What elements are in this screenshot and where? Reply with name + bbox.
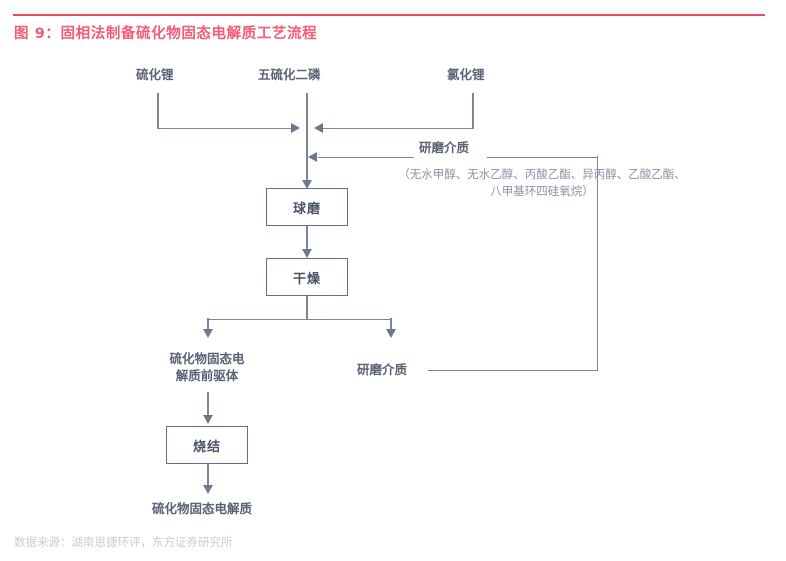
process-box-drying[interactable]: 干燥 [266, 258, 348, 296]
connector-lithium-chloride-horizontal [323, 127, 473, 130]
connector-recycle-horizontal [428, 369, 598, 372]
node-precursor: 硫化物固态电 解质前驱体 [152, 350, 262, 384]
process-box-ball-mill[interactable]: 球磨 [266, 188, 348, 226]
connector-lithium-sulfide-horizontal [157, 127, 292, 130]
connector-ball-mill-to-drying [306, 226, 308, 254]
page-title: 图 9：固相法制备硫化物固态电解质工艺流程 [14, 26, 318, 42]
node-precursor-line1: 硫化物固态电 [169, 351, 245, 366]
arrowhead-into-ball-mill [301, 180, 312, 189]
arrowhead-into-precursor [202, 329, 213, 338]
connector-drying-down [306, 296, 308, 320]
connector-main-trunk [306, 93, 308, 185]
connector-lithium-chloride-vertical [472, 93, 474, 129]
connector-drying-split-horizontal [207, 318, 391, 321]
connector-split-right-vertical [390, 318, 392, 333]
node-solid-electrolyte-output: 硫化物固态电解质 [152, 501, 253, 516]
connector-lithium-sulfide-vertical [157, 93, 159, 129]
arrowhead-into-sintering [202, 415, 213, 424]
label-grinding-media-feed: 研磨介质 [419, 140, 470, 155]
node-grinding-media-recovered: 研磨介质 [357, 362, 408, 377]
connector-split-left-vertical [207, 318, 209, 333]
arrowhead-into-output [202, 485, 213, 494]
arrowhead-grinding-media-into-trunk [308, 152, 317, 162]
title-divider [13, 14, 765, 16]
arrowhead-into-drying [301, 249, 312, 258]
connector-precursor-to-sintering [207, 392, 209, 420]
connector-sintering-to-output [207, 464, 209, 490]
note-grinding-media-composition: （无水甲醇、无水乙醇、丙酸乙酯、异丙醇、乙酸乙酯、八甲基环四硅氧烷） [398, 167, 686, 198]
node-phosphorus-pentasulfide: 五硫化二磷 [258, 67, 321, 82]
connector-grinding-media-right-segment [487, 156, 598, 159]
node-precursor-line2: 解质前驱体 [175, 368, 239, 383]
source-note: 数据来源：湖南恩捷环评，东方证券研究所 [14, 535, 233, 549]
connector-recycle-vertical [596, 156, 599, 370]
node-lithium-chloride: 氯化锂 [447, 67, 485, 82]
arrowhead-into-recovered-media [385, 329, 396, 338]
arrowhead-into-junction-left [291, 123, 300, 133]
process-box-sintering[interactable]: 烧结 [166, 426, 248, 464]
node-lithium-sulfide: 硫化锂 [136, 67, 174, 82]
arrowhead-into-junction-right [314, 123, 323, 133]
connector-grinding-media-left-segment [318, 156, 414, 159]
